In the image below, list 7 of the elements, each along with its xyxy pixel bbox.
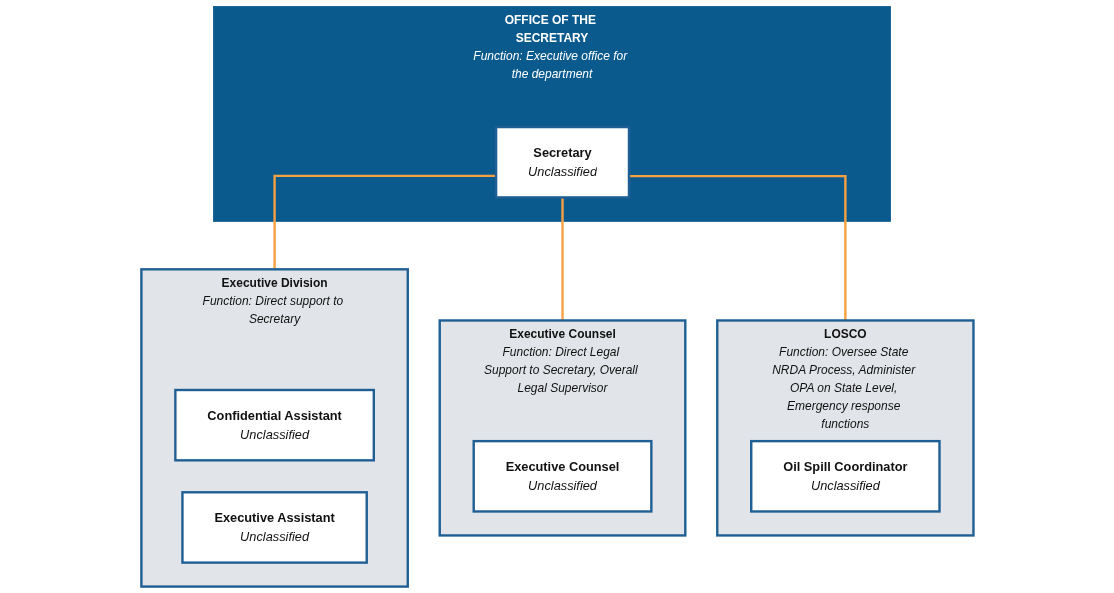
connector [628,174,847,321]
node-box: Secretary Unclassified [494,125,630,199]
node-box: Executive Assistant Unclassified [180,491,368,564]
node-box: Executive Counsel Unclassified [472,439,653,513]
node-box: Confidential Assistant Unclassified [173,388,375,462]
node-box: Oil Spill Coordinator Unclassified [749,439,941,513]
connector [272,174,496,270]
